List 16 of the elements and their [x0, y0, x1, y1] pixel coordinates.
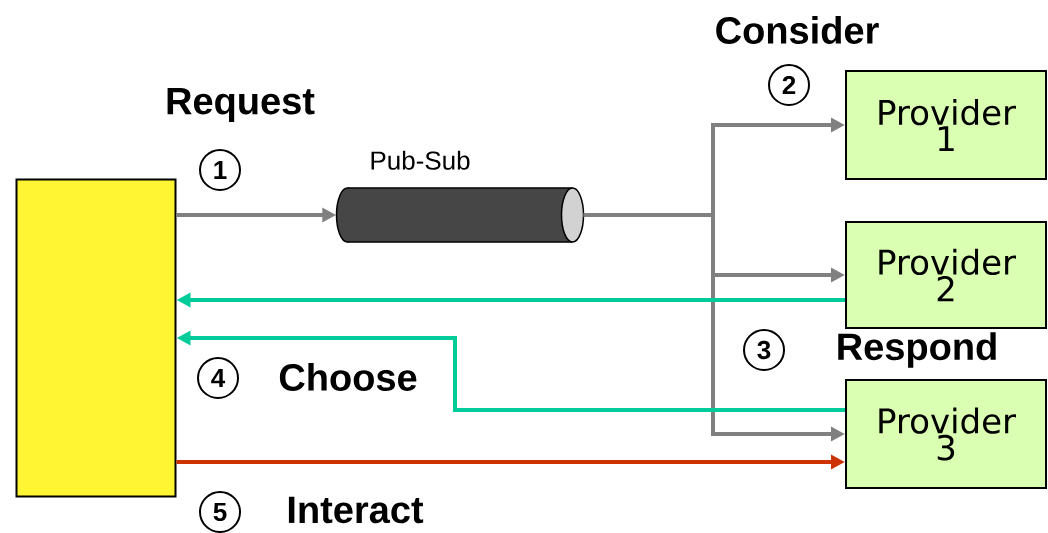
provider-box: Provider 2 [845, 221, 1047, 329]
pipe-cylinder: Pub-Sub [335, 150, 585, 243]
provider-box: Provider 3 [845, 379, 1047, 489]
step-number: 1 [199, 149, 241, 191]
client-box [15, 178, 177, 498]
step-number: 5 [199, 491, 241, 533]
step-number: 3 [743, 329, 785, 371]
step-label: Interact [288, 496, 424, 524]
step-label: Respond [838, 332, 996, 368]
provider-box: Provider 1 [845, 70, 1047, 180]
step-label: Choose [279, 363, 417, 391]
step-number: 2 [768, 64, 810, 106]
step-number: 4 [197, 357, 239, 399]
step-label: Request [167, 88, 315, 122]
step-label: Consider [716, 16, 879, 44]
node-label: Pub-Sub [371, 150, 470, 170]
